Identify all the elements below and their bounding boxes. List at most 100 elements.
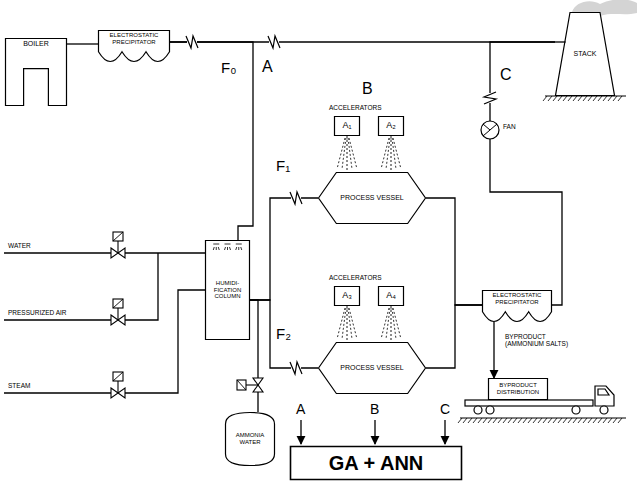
node-text: GA + ANN [329, 452, 424, 474]
node-text: PROCESS VESSEL [340, 194, 403, 202]
node-outline [6, 39, 67, 106]
hatch-stroke [548, 418, 552, 423]
pipe-connector [426, 198, 482, 305]
hatch-stroke [563, 418, 567, 423]
hatch-stroke [543, 418, 547, 423]
ammonia-tank: AMMONIA WATER [225, 412, 275, 466]
spray-line [381, 308, 389, 339]
spray-lines [337, 138, 401, 339]
hatch-stroke [593, 96, 597, 101]
spray-nozzle [225, 244, 231, 250]
hatch-stroke [513, 418, 517, 423]
signal-label: C [440, 402, 450, 417]
group-label: ACCELERATORS [329, 274, 382, 281]
spray-line [342, 308, 346, 339]
hatch-stroke [548, 96, 552, 101]
hatch-stroke [558, 96, 562, 101]
node-text: BYPRODUCT DISTRIBUTION [490, 382, 546, 395]
spray-line [342, 138, 346, 169]
hatch-stroke [588, 418, 592, 423]
hatch-stroke [563, 96, 567, 101]
spray-connector [347, 306, 348, 342]
node-outline [489, 379, 548, 400]
pipe-stub [555, 41, 566, 42]
process-vessel: PROCESS VESSEL [318, 342, 426, 394]
hatch-stroke [508, 418, 512, 423]
node-outline [335, 287, 360, 306]
pipe-connector [490, 42, 562, 305]
pipe-connector [426, 305, 482, 368]
pipe-connector [67, 43, 98, 44]
byproduct-label: BYPRODUCT (AMMONIUM SALTS) [505, 333, 577, 347]
inlet-label: PRESSURIZED AIR [8, 309, 67, 316]
flow-label: F₂ [276, 326, 291, 343]
node-text: STACK [574, 50, 597, 58]
signal-label: A [296, 402, 305, 417]
node-text: PROCESS VESSEL [340, 364, 403, 372]
process-vessel: PROCESS VESSEL [318, 172, 426, 224]
pipe-connector [170, 42, 253, 240]
precipitator-box: ELECTROSTATIC PRECIPITATOR [98, 30, 170, 62]
hatch-stroke [613, 418, 617, 423]
hatch-stroke [568, 418, 572, 423]
stack-shape: STACK [555, 12, 615, 96]
hatch-stroke [583, 96, 587, 101]
hatch-stroke [578, 96, 582, 101]
node-text: AMMONIA WATER [227, 432, 273, 445]
spray-line [381, 138, 389, 169]
node-outline [335, 117, 360, 136]
group-label: ACCELERATORS [329, 104, 382, 111]
node-text: HUMIDI- FICATION COLUMN [207, 280, 248, 300]
hatch-stroke [533, 418, 537, 423]
fan-label: FAN [503, 123, 516, 130]
hatch-stroke [503, 418, 507, 423]
hatch-stroke [588, 96, 592, 101]
hatch-stroke [583, 418, 587, 423]
inlet-pipes [4, 253, 205, 393]
spray-line [349, 138, 357, 169]
signal-label: C [500, 66, 512, 84]
hatch-stroke [493, 418, 497, 423]
boiler-box: BOILER [5, 38, 67, 106]
hatch-stroke [573, 418, 577, 423]
spray-connector [391, 136, 392, 172]
hatch-stroke [578, 418, 582, 423]
accelerator-box: A₄ [378, 286, 404, 306]
signal-label: B [370, 402, 379, 417]
node-text: ELECTROSTATIC PRECIPITATOR [100, 32, 168, 45]
pipe-connector [250, 198, 318, 300]
spray-line [386, 308, 390, 339]
truck-box: BYPRODUCT DISTRIBUTION [488, 378, 548, 400]
node-outline [226, 413, 275, 466]
hatch-stroke [518, 418, 522, 423]
node-outline [556, 13, 615, 96]
spray-line [386, 138, 390, 169]
accelerator-box: A₃ [334, 286, 360, 306]
node-outline [291, 447, 462, 480]
hatch-stroke [613, 96, 617, 101]
node-text: A₁ [342, 121, 351, 131]
pipe-connector [493, 322, 494, 378]
node-outline [5, 38, 67, 106]
hatch-stroke [618, 418, 622, 423]
solenoid-valves [111, 232, 263, 398]
node-outline [379, 117, 404, 136]
hatch-stroke [553, 96, 557, 101]
accelerator-box: A₂ [378, 116, 404, 136]
input-arrows [301, 420, 445, 444]
spray-line [337, 138, 345, 169]
hatch-stroke [598, 96, 602, 101]
signal-label: B [362, 80, 373, 98]
node-outline [379, 287, 404, 306]
spray-nozzles [213, 244, 242, 250]
accelerator-box: A₁ [334, 116, 360, 136]
hatch-stroke [528, 418, 532, 423]
pipe-connector [250, 300, 318, 368]
hatch-stroke [463, 418, 467, 423]
flow-label: F₀ [221, 60, 236, 77]
hatch-stroke [573, 96, 577, 101]
node-text: BOILER [23, 40, 49, 48]
spray-line [337, 308, 345, 339]
hatch-stroke [498, 418, 502, 423]
